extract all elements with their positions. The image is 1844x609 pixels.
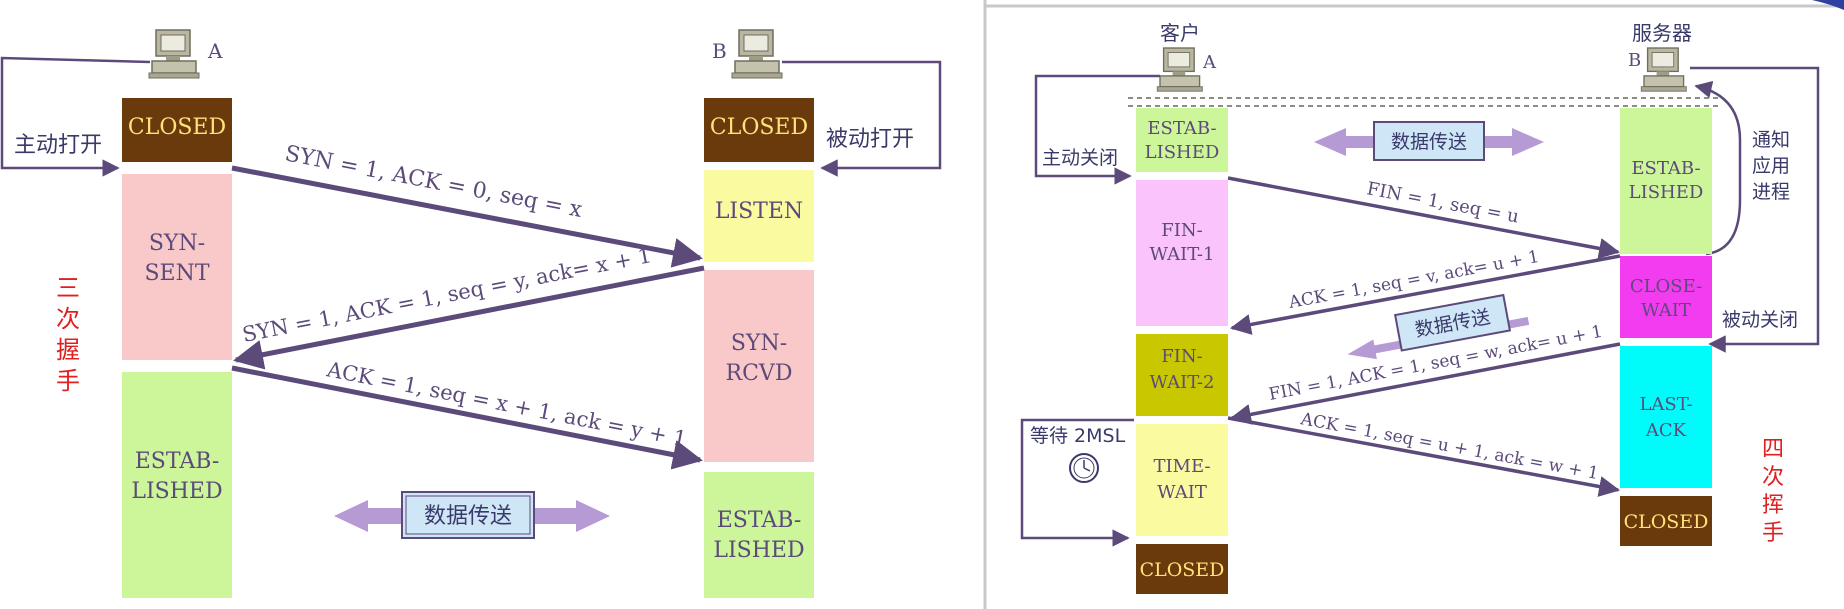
a-state-established-line2: LISHED xyxy=(131,479,222,504)
three-way-data-box xyxy=(401,491,535,539)
three-way-msg2-label: SYN = 1, ACK = 1, seq = y, ack= x + 1 xyxy=(240,243,653,347)
b-state-syn-rcvd xyxy=(704,270,814,462)
three-way-msg1-arrow xyxy=(231,165,703,268)
svg-text:挥: 挥 xyxy=(1762,493,1784,518)
b4-state-established-line1: ESTAB- xyxy=(1631,158,1700,179)
passive-open-label: 被动打开 xyxy=(826,127,914,152)
three-way-msg1-label: SYN = 1, ACK = 0, seq = x xyxy=(283,141,585,223)
b-state-established-line1: ESTAB- xyxy=(717,508,802,533)
client-label: 客户 xyxy=(1160,21,1200,45)
a4-state-fin-wait1-line2: WAIT-1 xyxy=(1150,244,1215,265)
svg-text:次: 次 xyxy=(1762,465,1784,490)
a-state-syn-sent xyxy=(122,174,232,360)
four-way-msg1-arrow xyxy=(1227,176,1621,259)
a4-state-fin-wait2 xyxy=(1136,334,1228,416)
a4-state-established-line2: LISHED xyxy=(1145,142,1220,163)
server-label: 服务器 xyxy=(1632,21,1692,45)
four-way-msg2-arrow xyxy=(1229,254,1621,335)
a4-state-fin-wait1 xyxy=(1136,180,1228,326)
svg-text:手: 手 xyxy=(1762,521,1784,546)
b-state-listen-label: LISTEN xyxy=(715,199,803,224)
three-way-handshake-panel: A B 主动打开 被动打开 三 次 握 手 CLOSED SYN- SENT E… xyxy=(0,29,942,598)
b-state-closed xyxy=(704,98,814,162)
b4-state-last-ack-line1: LAST- xyxy=(1639,394,1692,415)
a4-state-closed xyxy=(1136,544,1228,594)
four-way-wave-panel: 客户 A 服务器 B 主动关闭 被动关闭 通知 应用 进程 四 次 挥 手 ES… xyxy=(983,0,1844,609)
client-host-label: A xyxy=(1202,52,1217,73)
b4-state-closed-label: CLOSED xyxy=(1624,511,1709,533)
active-open-loop xyxy=(0,56,151,177)
three-way-msg3-label: ACK = 1, seq = x + 1, ack = y + 1 xyxy=(324,357,689,451)
b4-state-close-wait xyxy=(1620,256,1712,338)
four-way-data-box-top xyxy=(1373,121,1485,161)
svg-text:手: 手 xyxy=(56,367,80,395)
svg-text:次: 次 xyxy=(56,305,80,333)
four-way-data-label-top: 数据传送 xyxy=(1391,131,1467,153)
b4-state-last-ack-line2: ACK xyxy=(1645,420,1687,441)
active-close-loop xyxy=(1034,74,1160,185)
wait-2msl-label: 等待 2MSL xyxy=(1030,425,1126,447)
active-open-label: 主动打开 xyxy=(14,133,102,158)
b-state-established xyxy=(704,472,814,598)
four-way-data-box-mid xyxy=(1393,293,1512,352)
a-state-closed-label: CLOSED xyxy=(128,115,226,140)
b-state-closed-label: CLOSED xyxy=(710,115,808,140)
a-state-syn-sent-line1: SYN- xyxy=(149,231,205,256)
three-way-side-label: 三 次 握 手 xyxy=(56,274,80,395)
b-state-established-line2: LISHED xyxy=(713,538,804,563)
passive-close-loop xyxy=(1690,66,1820,353)
three-way-data-label: 数据传送 xyxy=(424,504,512,529)
b4-state-closed xyxy=(1620,496,1712,546)
passive-close-label: 被动关闭 xyxy=(1722,309,1798,331)
a4-state-fin-wait1-line1: FIN- xyxy=(1161,220,1202,241)
b4-state-close-wait-line2: WAIT xyxy=(1641,300,1691,321)
notify-app-loop xyxy=(1694,80,1742,256)
b4-state-established-line2: LISHED xyxy=(1629,182,1704,203)
notify-app-label: 通知 应用 进程 xyxy=(1752,129,1790,203)
b4-state-established xyxy=(1620,108,1712,254)
four-way-msg3-arrow xyxy=(1229,342,1621,425)
a-state-established xyxy=(122,372,232,598)
clock-icon xyxy=(1069,453,1099,483)
server-host-label: B xyxy=(1628,50,1641,71)
four-way-side-label: 四 次 挥 手 xyxy=(1762,437,1784,546)
four-way-data-mid: 数据传送 xyxy=(1347,293,1530,360)
a4-state-time-wait xyxy=(1136,424,1228,536)
host-b-label: B xyxy=(712,39,727,63)
wait-2msl-loop xyxy=(1020,418,1134,547)
host-a-computer-icon xyxy=(148,29,200,79)
a4-state-time-wait-line1: TIME- xyxy=(1153,456,1210,477)
svg-text:通知: 通知 xyxy=(1752,129,1790,151)
b4-state-last-ack xyxy=(1620,346,1712,488)
a4-state-established-line1: ESTAB- xyxy=(1147,118,1216,139)
a-state-closed xyxy=(122,98,232,162)
three-way-msg2-arrow xyxy=(233,265,705,370)
a4-state-closed-label: CLOSED xyxy=(1140,559,1225,581)
a-state-established-line1: ESTAB- xyxy=(135,449,220,474)
svg-text:四: 四 xyxy=(1762,437,1784,462)
host-a-label: A xyxy=(207,39,223,63)
corner-decoration xyxy=(1812,0,1844,10)
a4-state-fin-wait2-line2: WAIT-2 xyxy=(1150,372,1215,393)
passive-open-loop xyxy=(782,60,942,177)
four-way-msg4-arrow xyxy=(1227,416,1621,497)
three-way-msg3-arrow xyxy=(231,365,703,470)
svg-text:应用: 应用 xyxy=(1752,155,1790,177)
a-state-syn-sent-line2: SENT xyxy=(144,261,209,286)
svg-text:握: 握 xyxy=(56,336,80,364)
host-b-computer-icon xyxy=(731,29,783,79)
active-close-label: 主动关闭 xyxy=(1042,147,1118,169)
b-state-syn-rcvd-line1: SYN- xyxy=(731,331,787,356)
b-state-listen xyxy=(704,170,814,262)
b4-state-close-wait-line1: CLOSE- xyxy=(1630,276,1702,297)
b-state-syn-rcvd-line2: RCVD xyxy=(726,361,793,386)
a4-state-fin-wait2-line1: FIN- xyxy=(1161,346,1202,367)
svg-text:三: 三 xyxy=(56,274,80,302)
a4-state-time-wait-line2: WAIT xyxy=(1157,482,1207,503)
svg-text:进程: 进程 xyxy=(1752,181,1790,203)
a4-state-established xyxy=(1136,108,1228,172)
